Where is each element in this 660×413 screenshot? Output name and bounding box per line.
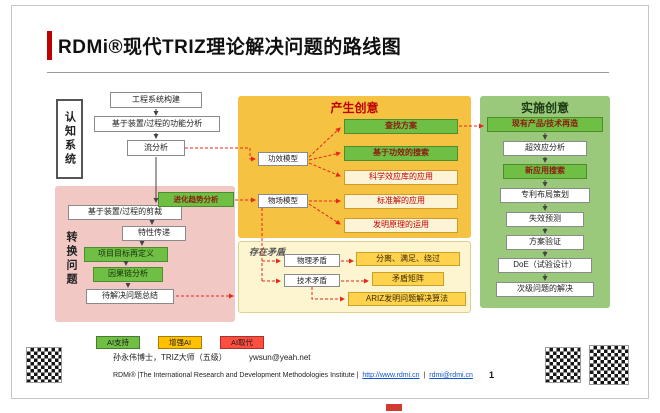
transform-problem-label: 转换问题 (65, 231, 77, 287)
node-invention-principles: 发明原理的运用 (344, 218, 458, 233)
node-find-solution: 查找方案 (344, 119, 458, 134)
node-effects-library: 科学效应库的应用 (344, 170, 458, 185)
node-system-build: 工程系统构建 (110, 92, 202, 108)
legend-ai-enhanced: 增强AI (158, 336, 202, 349)
node-function-model: 功效模型 (258, 152, 308, 166)
node-super-effect: 超效应分析 (503, 141, 587, 156)
node-technical-contradiction: 技术矛盾 (284, 274, 340, 287)
node-trimming: 基于装置/过程的剪裁 (68, 205, 182, 220)
cognition-system-label: 认知系统 (56, 99, 83, 179)
title-accent-bar (47, 31, 52, 60)
node-patent-layout: 专利布局策划 (500, 188, 590, 203)
node-matrix: 矛盾矩阵 (372, 272, 444, 286)
node-evolution-trends: 进化趋势分析 (158, 192, 234, 207)
node-standard-solutions: 标准解的应用 (344, 194, 458, 209)
node-goal-redefine: 项目目标再定义 (84, 247, 168, 262)
node-doe: DoE（试验设计） (498, 258, 592, 273)
legend-ai-replace: AI取代 (220, 336, 264, 349)
generate-ideas-title: 产生创意 (330, 101, 379, 115)
footer-org-line: RDMi® |The International Research and De… (113, 372, 475, 379)
title-divider (47, 72, 609, 73)
node-new-application: 新应用搜索 (503, 164, 587, 179)
footer-author: 孙永伟博士，TRIZ大师（五级） (113, 353, 227, 362)
implement-ideas-title: 实施创意 (520, 101, 569, 115)
node-separation: 分离、满足、绕过 (356, 252, 460, 266)
footer-org-email-link[interactable]: rdmi@rdmi.cn (429, 372, 473, 379)
node-sufield-model: 物场模型 (258, 194, 308, 208)
qr-code-right-2 (589, 345, 629, 385)
page-title: RDMi®现代TRIZ理论解决问题的路线图 (58, 37, 402, 58)
bottom-red-fragment (386, 404, 402, 411)
page-number: 1 (489, 370, 495, 380)
node-causal-chain: 因果链分析 (93, 267, 163, 282)
node-physical-contradiction: 物理矛盾 (284, 254, 340, 267)
footer-org-divider: | (423, 372, 426, 379)
node-flow-analysis: 流分析 (127, 140, 185, 156)
footer-author-line: 孙永伟博士，TRIZ大师（五级） ywsun@yeah.net (113, 352, 311, 363)
legend-ai-support: AI支持 (96, 336, 140, 349)
contradiction-label: 存在矛盾 (249, 247, 286, 257)
node-secondary-problems: 次级问题的解决 (496, 282, 594, 297)
panel-generate-ideas: 产生创意 (238, 96, 471, 238)
qr-code-left (26, 347, 62, 383)
node-ariz: ARIZ发明问题解决算法 (348, 292, 466, 306)
footer-url-link[interactable]: http://www.rdmi.cn (362, 372, 420, 379)
node-function-search: 基于功效的搜索 (344, 146, 458, 161)
node-failure-prediction: 失效预测 (506, 212, 584, 227)
footer-email: ywsun@yeah.net (249, 353, 311, 362)
footer-org-text: RDMi® |The International Research and De… (113, 372, 359, 379)
node-problem-summary: 待解决问题总结 (86, 289, 174, 304)
qr-code-right-1 (545, 347, 581, 383)
node-product-recreate: 现有产品/技术再造 (487, 117, 603, 132)
node-feature-transfer: 特性传递 (122, 226, 186, 241)
node-solution-verification: 方案验证 (506, 235, 584, 250)
node-function-analysis: 基于装置/过程的功能分析 (94, 116, 220, 132)
